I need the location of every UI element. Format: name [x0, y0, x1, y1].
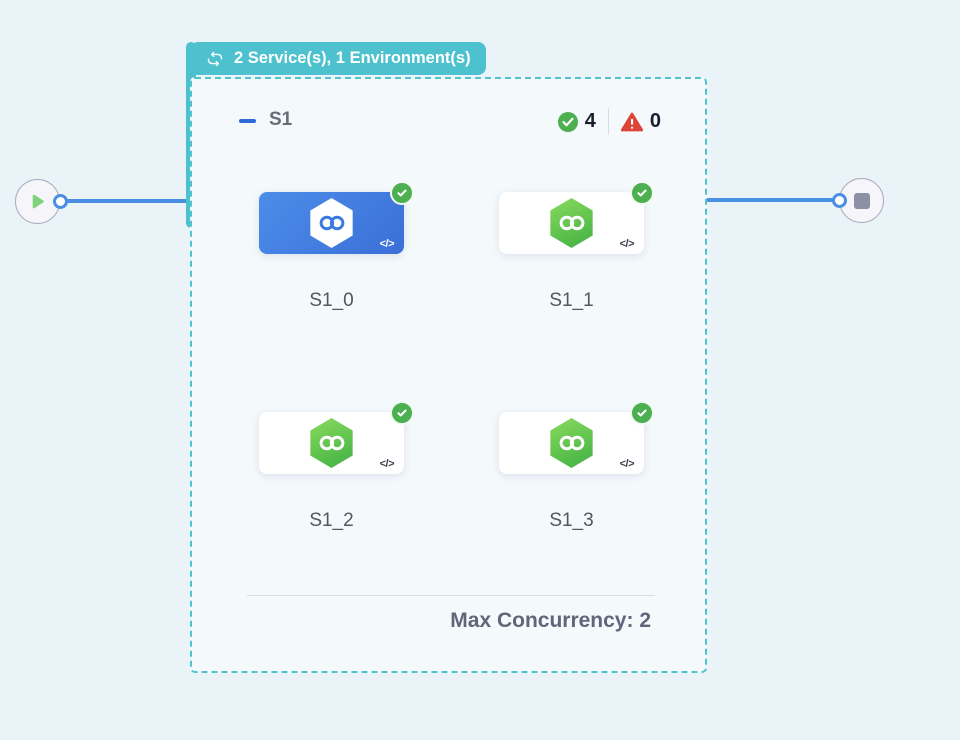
footer-divider — [247, 595, 655, 596]
code-icon: </> — [379, 458, 395, 470]
success-count: 4 — [584, 110, 596, 132]
infinity-icon — [559, 435, 584, 451]
success-count-icon — [557, 111, 578, 132]
error-count: 0 — [649, 110, 661, 132]
service-label: S1_0 — [309, 290, 354, 311]
service-item: </> S1_3 — [499, 401, 654, 532]
start-node[interactable] — [15, 179, 60, 224]
service-item: </> S1_2 — [259, 401, 414, 532]
service-label: S1_3 — [549, 510, 594, 531]
success-check-badge — [390, 401, 414, 425]
service-card-s1-3[interactable]: </> — [499, 401, 654, 474]
service-label: S1_2 — [309, 510, 354, 531]
service-hexagon-icon — [310, 418, 353, 468]
service-card-s1-1[interactable]: </> — [499, 181, 654, 254]
service-item: </> S1_0 — [259, 181, 414, 312]
infinity-icon — [319, 215, 344, 231]
service-hexagon-icon — [310, 198, 353, 248]
max-concurrency-label: Max Concurrency: 2 — [450, 609, 651, 632]
infinity-icon — [559, 215, 584, 231]
start-port-dot[interactable] — [53, 194, 68, 209]
service-hexagon-icon — [550, 418, 593, 468]
success-check-badge — [390, 181, 414, 205]
stage-name: S1 — [269, 109, 293, 130]
collapse-dash-icon[interactable] — [239, 119, 256, 123]
code-icon: </> — [379, 238, 395, 250]
play-icon — [32, 194, 44, 209]
code-icon: </> — [619, 238, 635, 250]
stage-summary-badge[interactable]: 2 Service(s), 1 Environment(s) — [190, 42, 486, 75]
edge-start-to-stage — [60, 199, 188, 203]
service-card-s1-0[interactable]: </> — [259, 181, 414, 254]
code-icon: </> — [619, 458, 635, 470]
service-label: S1_1 — [549, 290, 594, 311]
stage-container[interactable]: S1 4 0 — [190, 77, 707, 673]
service-hexagon-icon — [550, 198, 593, 248]
service-item: </> S1_1 — [499, 181, 654, 312]
stage-status-group: 4 0 — [557, 108, 661, 135]
loop-icon — [207, 51, 223, 66]
infinity-icon — [319, 435, 344, 451]
status-divider — [607, 108, 609, 135]
edge-stage-to-end — [706, 198, 837, 202]
stop-icon — [853, 192, 870, 209]
service-card-s1-2[interactable]: </> — [259, 401, 414, 474]
success-check-badge — [630, 401, 654, 425]
end-port-dot[interactable] — [832, 193, 847, 208]
error-count-icon — [620, 112, 643, 131]
success-check-badge — [630, 181, 654, 205]
stage-summary-label: 2 Service(s), 1 Environment(s) — [234, 49, 471, 67]
